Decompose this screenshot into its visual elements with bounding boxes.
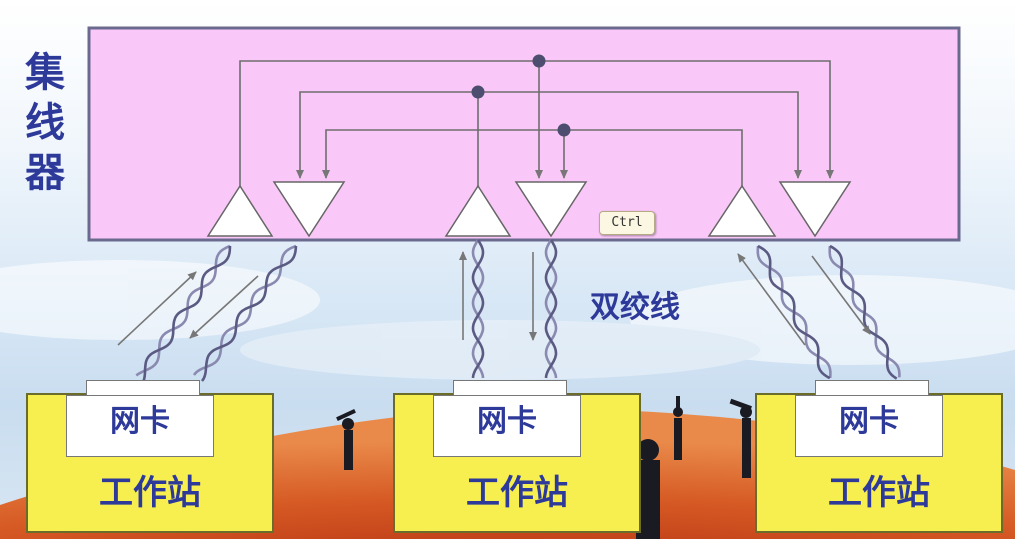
card-connector — [453, 380, 567, 396]
cable-strand — [544, 239, 558, 379]
cable-strand — [471, 239, 485, 379]
junction-dots — [471, 54, 571, 137]
card-connector — [815, 380, 929, 396]
cable-strand — [757, 244, 831, 380]
cable-strand — [544, 239, 558, 379]
workstation-right: 网卡 工作站 — [755, 380, 1003, 533]
card-connector — [86, 380, 200, 396]
ctrl-key-badge: Ctrl — [599, 211, 655, 235]
receive-amplifier — [444, 184, 512, 237]
transmit-amplifier — [272, 181, 346, 238]
cable-strand — [471, 239, 485, 379]
twisted-pair-cables — [135, 239, 901, 382]
hub-label: 集线器 — [25, 50, 65, 196]
downstream-arrow — [811, 255, 871, 335]
upstream-arrow — [117, 271, 197, 346]
receive-amplifier — [707, 184, 777, 237]
signal-arrows — [117, 251, 871, 346]
workstation-middle: 网卡 工作站 — [393, 380, 641, 533]
network-card: 网卡 — [433, 395, 581, 457]
receive-amplifier — [206, 184, 274, 237]
network-card: 网卡 — [795, 395, 943, 457]
cable-strand — [200, 245, 298, 382]
junction-dot — [532, 54, 546, 68]
downstream-arrow — [189, 275, 259, 339]
cable-strand — [142, 245, 232, 381]
workstation-label: 工作站 — [828, 473, 930, 513]
transmit-amplifier — [514, 181, 588, 238]
cable-strand — [135, 244, 231, 377]
workstation-left: 网卡 工作站 — [26, 380, 274, 533]
cable-strand — [192, 244, 297, 376]
sky-clouds — [0, 260, 1015, 380]
hub-amplifiers — [206, 181, 852, 238]
workstation-label: 工作站 — [466, 473, 568, 513]
cable-strand — [829, 244, 898, 380]
junction-dot — [557, 123, 571, 137]
upstream-arrow — [737, 253, 806, 346]
network-card: 网卡 — [66, 395, 214, 457]
transmit-amplifier — [778, 181, 852, 238]
twisted-pair-label: 双绞线 — [590, 290, 680, 325]
background-people — [336, 396, 752, 539]
junction-dot — [471, 85, 485, 99]
workstation-label: 工作站 — [99, 473, 201, 513]
